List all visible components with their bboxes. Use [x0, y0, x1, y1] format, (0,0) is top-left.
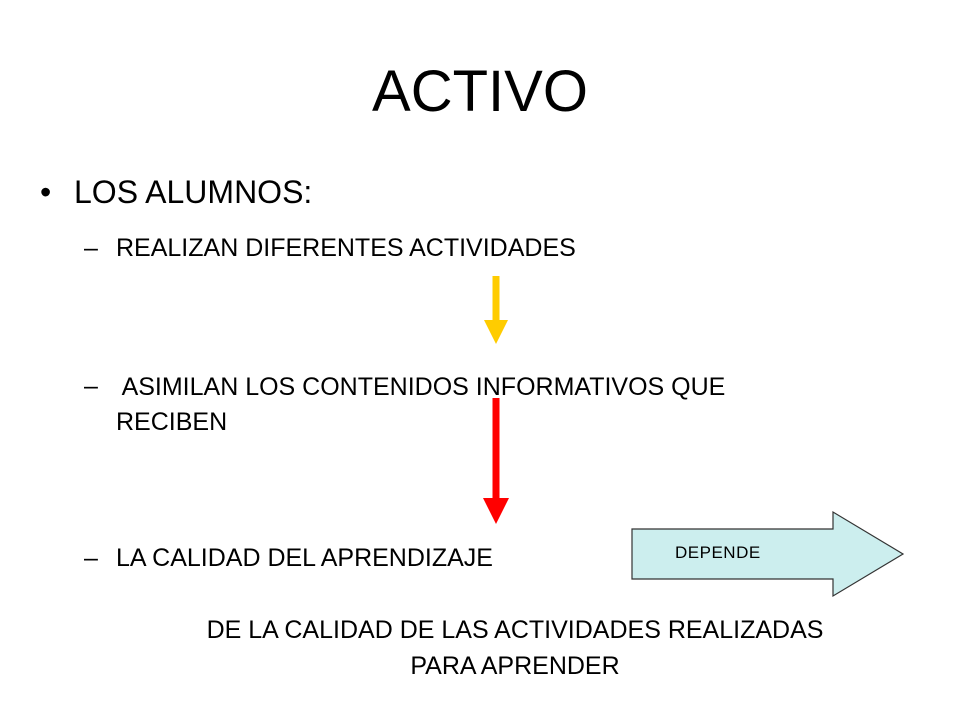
sub-item-text-line1: ASIMILAN LOS CONTENIDOS INFORMATIVOS QUE: [116, 373, 726, 401]
bullet-text: LOS ALUMNOS:: [74, 174, 313, 210]
sub-item-text: LA CALIDAD DEL APRENDIZAJE: [116, 544, 493, 572]
depende-arrow-shape: [631, 510, 905, 598]
sub-item-text: REALIZAN DIFERENTES ACTIVIDADES: [116, 234, 576, 262]
sub-item-text-line2: RECIBEN: [116, 408, 228, 436]
sub-item-dash: –: [84, 234, 98, 262]
arrow-yellow-head: [484, 320, 508, 344]
slide-title: ACTIVO: [372, 59, 588, 124]
depende-arrow-polygon: [631, 510, 905, 598]
arrow-down-red: [483, 398, 509, 524]
arrow-red-shaft: [492, 398, 500, 502]
sub-item-dash: –: [84, 372, 98, 400]
arrow-red-head: [483, 498, 509, 524]
depende-label: DEPENDE: [675, 543, 761, 562]
conclusion-line1: DE LA CALIDAD DE LAS ACTIVIDADES REALIZA…: [206, 616, 824, 644]
arrow-yellow-shaft: [492, 276, 500, 323]
arrow-down-yellow: [484, 276, 508, 344]
conclusion-text: DE LA CALIDAD DE LAS ACTIVIDADES REALIZA…: [100, 612, 930, 684]
sub-item-text: ASIMILAN LOS CONTENIDOS INFORMATIVOS QUE…: [116, 370, 725, 440]
sub-item-dash: –: [84, 544, 98, 572]
bullet-los-alumnos: • LOS ALUMNOS:: [40, 172, 312, 212]
bullet-marker: •: [40, 174, 52, 210]
conclusion-line2: PARA APRENDER: [410, 652, 620, 680]
